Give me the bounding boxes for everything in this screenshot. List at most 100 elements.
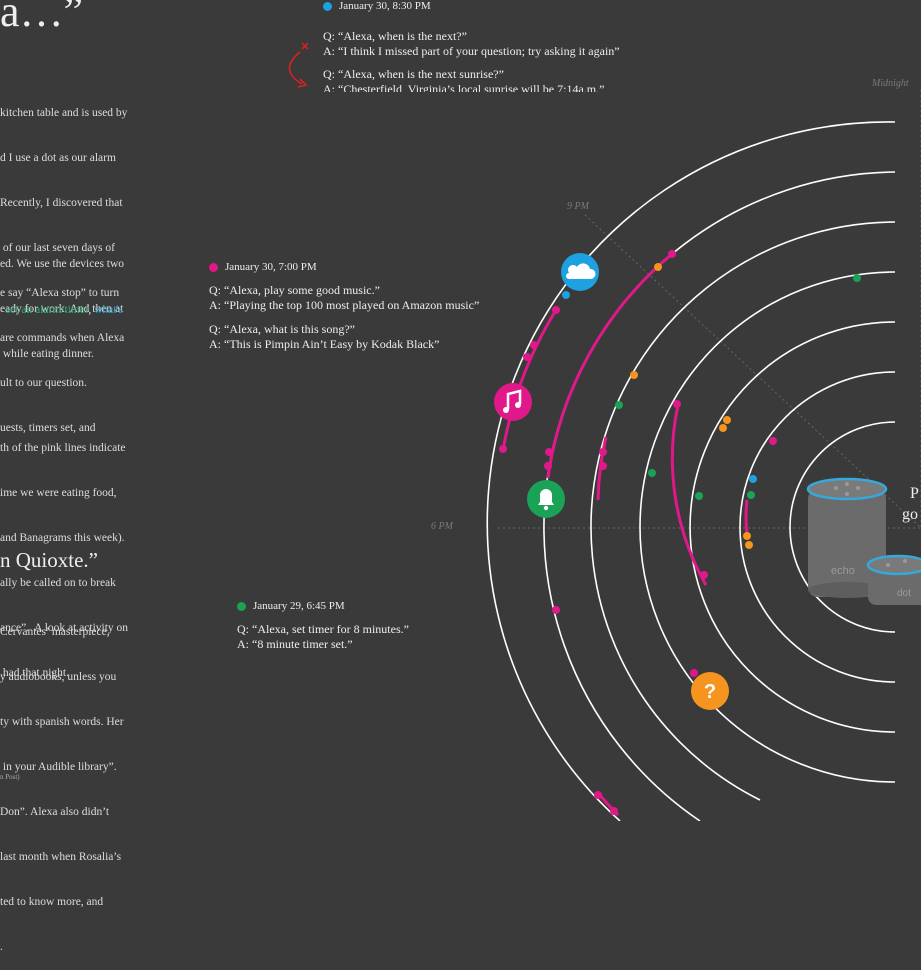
bell-icon bbox=[527, 480, 565, 518]
paragraph-1: kitchen table and is used by d I use a d… bbox=[0, 76, 127, 451]
qa-line: A: “8 minute timer set.” bbox=[237, 637, 353, 651]
event-dot bbox=[545, 448, 553, 456]
legend-green-text: set an alarm/timer bbox=[5, 304, 89, 316]
qa-line: Q: “Alexa, set timer for 8 minutes.” bbox=[237, 622, 409, 636]
annotation-color-dot bbox=[209, 262, 218, 272]
event-dot bbox=[594, 791, 602, 799]
qa-line: A: “I think I missed part of your questi… bbox=[323, 44, 620, 58]
text-line: are commands when Alexa bbox=[0, 332, 125, 344]
annotation-date-row: January 30, 8:30 PM bbox=[323, 0, 620, 12]
event-dot bbox=[743, 532, 751, 540]
axis-label-9pm: 9 PM bbox=[567, 201, 589, 212]
pink-arc-2 bbox=[546, 252, 673, 479]
event-dot bbox=[499, 445, 507, 453]
qa-line: Q: “Alexa, when is the next?” bbox=[323, 29, 467, 43]
text-line: d I use a dot as our alarm bbox=[0, 152, 116, 164]
annotation-color-dot bbox=[237, 601, 246, 611]
text-line: e say “Alexa stop” to turn bbox=[0, 287, 120, 299]
section-subheading: n Quioxte.” bbox=[0, 548, 98, 572]
axis-label-midnight: Midnight bbox=[872, 78, 909, 89]
annotation-date-row: January 29, 6:45 PM bbox=[237, 600, 409, 612]
text-line: Don”. Alexa also didn’t bbox=[0, 806, 110, 818]
text-line: ted to know more, and bbox=[0, 896, 104, 908]
annotation-qa: Q: “Alexa, set timer for 8 minutes.” A: … bbox=[237, 622, 409, 652]
event-dot bbox=[610, 807, 618, 815]
text-line: last month when Rosalia’s bbox=[0, 851, 122, 863]
event-dot bbox=[749, 475, 757, 483]
text-line: . bbox=[0, 941, 3, 953]
qa-line bbox=[209, 313, 479, 322]
annotation-date: January 30, 8:30 PM bbox=[339, 0, 431, 12]
event-dot bbox=[700, 571, 708, 579]
event-dot bbox=[668, 250, 676, 258]
event-dot bbox=[552, 306, 560, 314]
guide-line-diagonal bbox=[584, 214, 921, 529]
event-dot bbox=[690, 669, 698, 677]
event-dot bbox=[673, 400, 681, 408]
dot-device bbox=[866, 554, 921, 605]
annotation-qa: Q: “Alexa, play some good music.” A: “Pl… bbox=[209, 283, 479, 352]
dot-label: dot bbox=[897, 588, 911, 599]
source-credit: n Post) bbox=[0, 773, 20, 781]
event-dot bbox=[599, 462, 607, 470]
ring-1 bbox=[486, 121, 896, 821]
axis-label-6pm: 6 PM bbox=[431, 521, 453, 532]
text-line: in your Audible library”. bbox=[0, 761, 117, 773]
pink-arc-4 bbox=[670, 404, 708, 586]
text-line: Recently, I discovered that bbox=[0, 197, 123, 209]
ring-3 bbox=[590, 221, 896, 801]
pink-activity-arcs bbox=[501, 252, 749, 817]
event-dot bbox=[648, 469, 656, 477]
annotation-jan30-830pm: January 30, 8:30 PM Q: “Alexa, when is t… bbox=[323, 0, 620, 92]
event-dot bbox=[853, 274, 861, 282]
qa-line: Q: “Alexa, play some good music.” bbox=[209, 283, 380, 297]
event-dot bbox=[745, 541, 753, 549]
paragraph-2: ed. We use the devices two eady for work… bbox=[0, 227, 124, 377]
article-title: a…” bbox=[0, 0, 84, 36]
echo-label: echo bbox=[831, 565, 855, 577]
event-dot bbox=[599, 448, 607, 456]
text-line: ance”. A look at activity on bbox=[0, 622, 129, 634]
qa-line bbox=[323, 59, 620, 67]
text-line: ty with spanish words. Her bbox=[0, 716, 124, 728]
annotation-color-dot bbox=[323, 1, 332, 11]
text-line: ally be called on to break bbox=[0, 577, 116, 589]
annotation-date-row: January 30, 7:00 PM bbox=[209, 261, 479, 273]
text-line: kitchen table and is used by bbox=[0, 107, 128, 119]
event-dot bbox=[695, 492, 703, 500]
qa-line: Q: “Alexa, what is this song?” bbox=[209, 322, 355, 336]
text-line: th of the pink lines indicate bbox=[0, 442, 126, 454]
pink-arc-5 bbox=[744, 499, 749, 536]
text-line: ed. We use the devices two bbox=[0, 258, 125, 270]
qa-line: A: “Chesterfield, Virginia’s local sunri… bbox=[323, 82, 605, 92]
event-dot bbox=[544, 462, 552, 470]
text-line: Cervantes’ masterpiece, bbox=[0, 626, 110, 638]
event-dot bbox=[562, 291, 570, 299]
svg-text:?: ? bbox=[704, 681, 716, 703]
echo-device bbox=[806, 477, 888, 598]
music-note-icon bbox=[494, 383, 532, 421]
event-dot bbox=[630, 371, 638, 379]
annotation-date: January 29, 6:45 PM bbox=[253, 600, 345, 612]
annotation-jan29-645pm: January 29, 6:45 PM Q: “Alexa, set timer… bbox=[237, 600, 409, 652]
annotation-qa: Q: “Alexa, when is the next?” A: “I thin… bbox=[323, 29, 620, 92]
event-dots bbox=[499, 250, 861, 815]
text-line: while eating dinner. bbox=[0, 348, 94, 360]
event-dot bbox=[530, 341, 538, 349]
text-line: y audiobooks, unless you bbox=[0, 671, 117, 683]
event-dot bbox=[769, 437, 777, 445]
retry-arrow bbox=[288, 51, 303, 85]
annotation-jan30-700pm: January 30, 7:00 PM Q: “Alexa, play some… bbox=[209, 261, 479, 352]
event-dot bbox=[615, 401, 623, 409]
text-line: ult to our question. bbox=[0, 377, 87, 389]
ring-4 bbox=[639, 271, 896, 783]
retry-arrow-head bbox=[297, 78, 308, 88]
text-line: of our last seven days of bbox=[0, 242, 115, 254]
paragraph-4: Cervantes’ masterpiece, y audiobooks, un… bbox=[0, 595, 124, 970]
text-line: and Banagrams this week). bbox=[0, 532, 125, 544]
side-text-2: go bbox=[902, 506, 918, 523]
event-dot bbox=[654, 263, 662, 271]
qa-line: Q: “Alexa, when is the next sunrise?” bbox=[323, 67, 504, 81]
legend-separator: , bbox=[88, 304, 95, 316]
ring-5 bbox=[689, 321, 896, 733]
